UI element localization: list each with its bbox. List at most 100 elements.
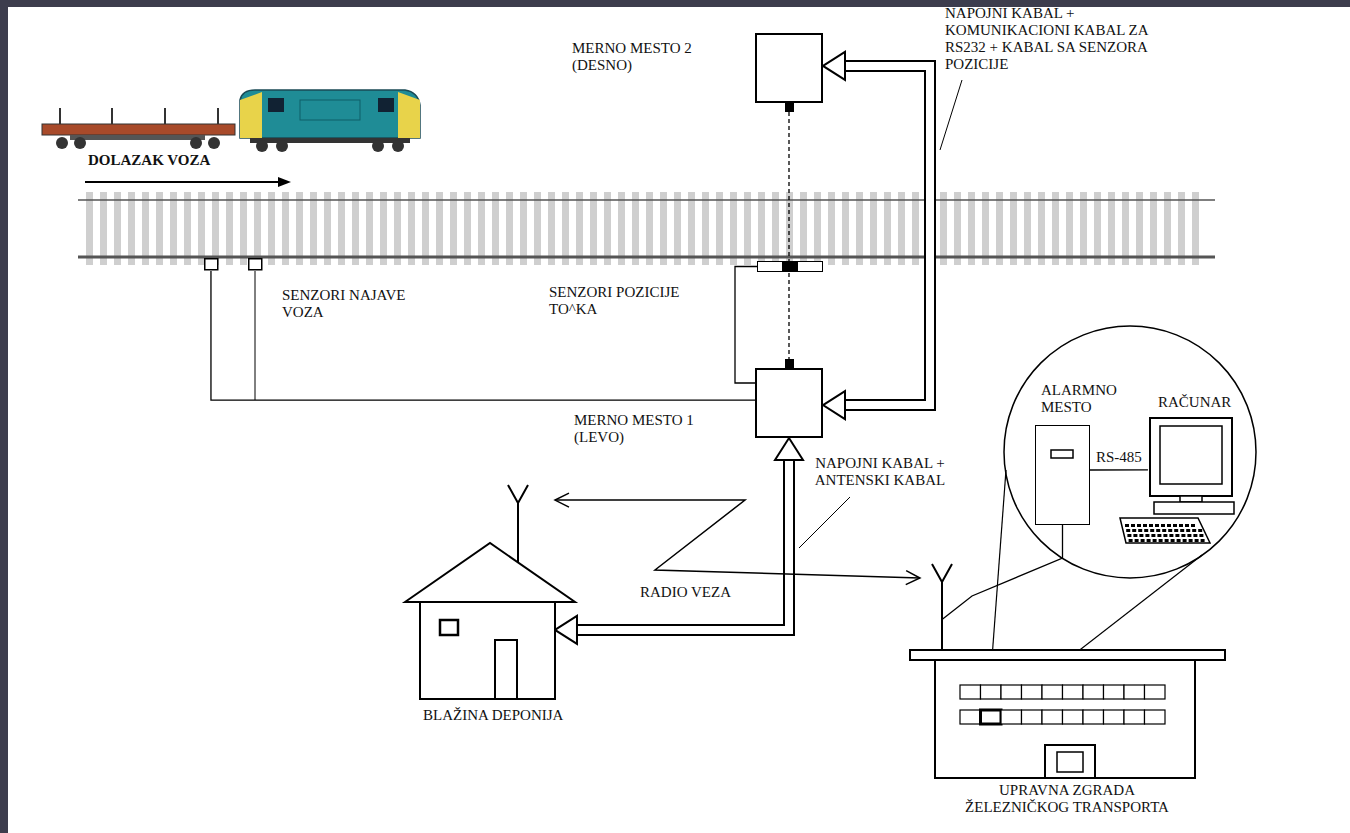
sleeper [1066, 192, 1073, 265]
building-window [1063, 710, 1084, 724]
sleeper [968, 192, 975, 265]
sleeper [1136, 192, 1143, 265]
radio-link [555, 500, 920, 578]
sleeper [898, 192, 905, 265]
alarm-graphic [1036, 426, 1091, 526]
keyboard-key [1133, 534, 1137, 537]
sleeper [324, 192, 331, 265]
building-graphic [905, 560, 1230, 780]
sleeper [114, 192, 121, 265]
sleeper [212, 192, 219, 265]
sleeper [912, 192, 919, 265]
keyboard-key [1150, 529, 1154, 532]
sleeper [1122, 192, 1129, 265]
direction-label: DOLAZAK VOZA [88, 152, 210, 169]
building-window [1145, 685, 1166, 699]
locomotive-grille [300, 100, 360, 120]
node-label: RAČUNAR [1158, 394, 1231, 411]
locomotive-window [378, 98, 394, 112]
keyboard-key [1180, 529, 1184, 532]
building-window [1042, 710, 1063, 724]
sleeper [828, 192, 835, 265]
keyboard-key [1175, 534, 1179, 537]
sleeper [170, 192, 177, 265]
sleeper [548, 192, 555, 265]
keyboard-key [1143, 524, 1147, 527]
sleeper [1010, 192, 1017, 265]
measuring-station: MERNO MESTO 1 (LEVO) [755, 368, 823, 438]
sleeper [1178, 192, 1185, 265]
alarm-display [1051, 450, 1073, 458]
keyboard-key [1145, 534, 1149, 537]
sleeper [814, 192, 821, 265]
keyboard-key [1157, 534, 1161, 537]
sleeper [310, 192, 317, 265]
locomotive-window [268, 98, 284, 112]
building-window [1022, 710, 1043, 724]
wire [735, 267, 757, 383]
keyboard-key [1195, 539, 1199, 542]
hollow-arrowhead [775, 438, 803, 460]
sleeper [226, 192, 233, 265]
keyboard-key [1186, 529, 1190, 532]
house-roof [405, 543, 575, 602]
sleeper [352, 192, 359, 265]
keyboard-key [1169, 534, 1173, 537]
connector-stub [785, 359, 794, 368]
sleeper [1150, 192, 1157, 265]
leader-line [940, 80, 962, 150]
sleeper [436, 192, 443, 265]
connector [789, 112, 790, 359]
sleeper [1108, 192, 1115, 265]
keyboard-key [1201, 539, 1205, 542]
keyboard-key [1127, 534, 1131, 537]
wagon-stake [111, 108, 113, 124]
keyboard-key [1126, 529, 1130, 532]
sleeper [856, 192, 863, 265]
wheel [56, 137, 68, 149]
wheel [256, 140, 268, 152]
open-arrowhead [555, 493, 569, 507]
building-window [1083, 685, 1104, 699]
sleeper [184, 192, 191, 265]
house-wall [420, 600, 555, 699]
sleeper [520, 192, 527, 265]
wagon-stake [59, 108, 61, 124]
keyboard-key [1159, 539, 1163, 542]
keyboard-key [1147, 539, 1151, 542]
node-label: UPRAVNA ZGRADA ŽELEZNIČKOG TRANSPORTA [947, 782, 1187, 816]
keyboard-key [1144, 529, 1148, 532]
house-door [495, 640, 517, 699]
connector [211, 271, 755, 400]
sensor-core [782, 261, 798, 271]
sleeper [282, 192, 289, 265]
node-label: SENZORI NAJAVE VOZA [282, 287, 432, 321]
leader-line [799, 497, 850, 548]
monitor [1150, 418, 1232, 496]
sleeper [198, 192, 205, 265]
keyboard-key [1193, 534, 1197, 537]
sleeper [156, 192, 163, 265]
sensor-square [249, 259, 262, 270]
keyboard-key [1183, 539, 1187, 542]
locomotive-nose [240, 92, 262, 138]
direction-arrowhead [278, 177, 291, 187]
sleeper [758, 192, 765, 265]
keyboard-key [1174, 529, 1178, 532]
sleeper [674, 192, 681, 265]
keyboard-key [1132, 529, 1136, 532]
office-building: UPRAVNA ZGRADA ŽELEZNIČKOG TRANSPORTA [905, 560, 1230, 780]
sleeper [632, 192, 639, 265]
keyboard-key [1141, 539, 1145, 542]
keyboard-key [1162, 529, 1166, 532]
sleeper [1094, 192, 1101, 265]
sleeper [730, 192, 737, 265]
hollow-arrowhead [823, 52, 845, 80]
wire [942, 525, 1062, 619]
keyboard-key [1161, 524, 1165, 527]
page-ground [8, 7, 1350, 833]
sleeper [1080, 192, 1087, 265]
sleeper [464, 192, 471, 265]
locomotive-frame [250, 138, 410, 143]
building-door-panel [1057, 752, 1083, 772]
